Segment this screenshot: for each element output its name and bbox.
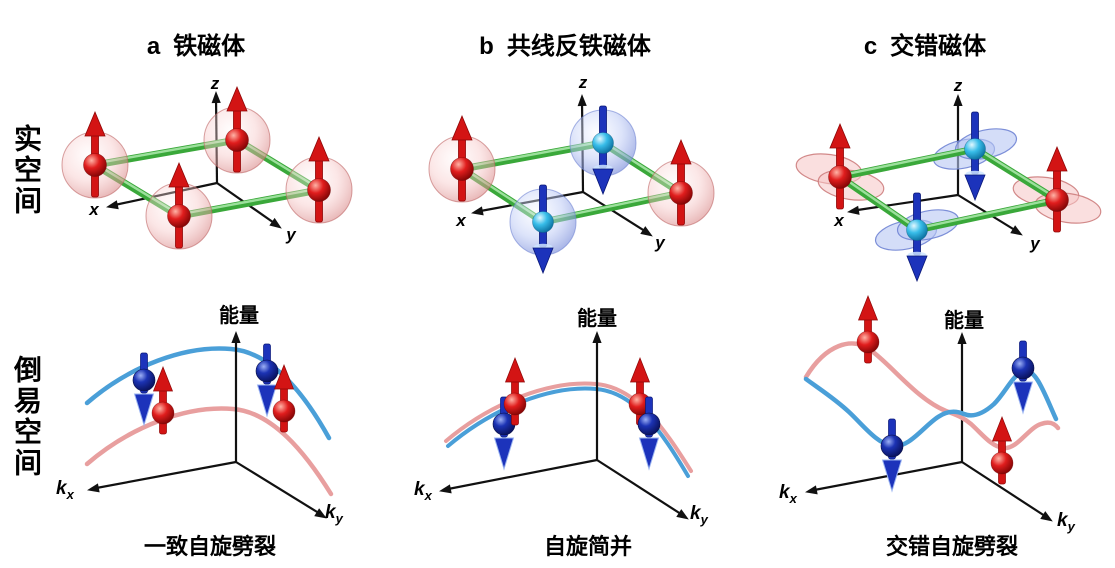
panel-c-letter: c (863, 33, 878, 60)
panel-b-energy-label: 能量 (577, 308, 617, 330)
kx-axis (808, 460, 963, 493)
panel-c-y-label: y (1030, 234, 1040, 253)
x-axis-arrowhead (470, 206, 484, 218)
panel-b-x-label: x (456, 211, 466, 230)
bond-highlight (915, 197, 1059, 230)
panel-b-title: b 共线反铁磁体 (445, 26, 685, 61)
k-axes (442, 337, 685, 517)
bond-highlight (838, 146, 977, 177)
panel-c-ky-label: ky (1057, 510, 1075, 534)
panel-c-kx-label: kx (779, 482, 797, 506)
panel-a-letter: a (146, 33, 161, 60)
panel-c-real-space-diagram (793, 94, 1104, 282)
spin-down-band (84, 346, 332, 441)
bond-highlight (838, 174, 919, 230)
panel-a-title-text: 铁磁体 (173, 33, 246, 60)
bond (913, 196, 1061, 234)
row-label-reciprocal-space: 倒易空间 (11, 355, 42, 479)
spin-down-electron (880, 418, 904, 492)
panel-b-letter: b (479, 33, 494, 60)
panel-b-band-diagram (438, 331, 693, 524)
row-label-real-space: 实空间 (11, 124, 42, 217)
ky-axis (961, 461, 1049, 519)
kx-axis (442, 458, 598, 492)
panel-a-kx-label: kx (56, 478, 74, 502)
panel-b-title-text: 共线反铁磁体 (506, 33, 651, 60)
panel-c-title-text: 交错磁体 (890, 33, 987, 60)
k-axes (90, 337, 323, 516)
ky-axis (596, 459, 685, 517)
y-axis (582, 191, 649, 234)
energy-axis-arrowhead (957, 332, 967, 344)
bond-highlight (973, 146, 1059, 200)
panel-a-x-label: x (89, 200, 99, 219)
panel-b-caption: 自旋简并 (543, 534, 632, 559)
panel-a-z-label: z (210, 74, 220, 93)
panel-c-z-label: z (953, 76, 963, 95)
bond (836, 173, 921, 234)
panel-a-ky-label: ky (325, 502, 343, 526)
x-axis-arrowhead (105, 200, 119, 212)
bond-highlights (838, 146, 1059, 230)
panel-b-ky-label: ky (690, 503, 708, 527)
z-axis-arrowhead (577, 93, 587, 107)
lattice-bonds (836, 145, 1061, 234)
panel-b-z-label: z (578, 73, 588, 92)
bond (836, 145, 979, 181)
energy-axis-arrowhead (231, 331, 241, 343)
atom-bottom-spin-down (906, 192, 928, 282)
k-axes (808, 338, 1049, 519)
panel-b-real-space-diagram (428, 93, 715, 274)
panel-c-energy-label: 能量 (944, 310, 984, 332)
x-axis (850, 193, 959, 213)
panel-c-caption: 交错自旋劈裂 (885, 534, 1018, 559)
panel-a-band-diagram (84, 331, 334, 523)
kx-axis (90, 460, 237, 491)
panel-b-y-label: y (655, 233, 665, 252)
kx-axis-arrowhead (86, 483, 100, 495)
panel-a-energy-label: 能量 (219, 305, 259, 327)
energy-axis-arrowhead (592, 331, 602, 343)
atom-top-spin-down (964, 111, 986, 201)
panel-c-band-diagram (803, 295, 1061, 526)
panel-a-real-space-diagram (61, 86, 353, 250)
panel-c-x-label: x (834, 211, 844, 230)
panel-a-title: a 铁磁体 (96, 26, 296, 61)
spin-up-electron (990, 416, 1014, 485)
panel-a-caption: 一致自旋劈裂 (143, 534, 276, 559)
panel-c-title: c 交错磁体 (805, 26, 1045, 61)
spin-up-band (84, 406, 334, 497)
bond (971, 145, 1061, 204)
panel-a-y-label: y (286, 225, 296, 244)
panel-b-kx-label: kx (414, 479, 432, 503)
ky-axis (235, 461, 323, 516)
